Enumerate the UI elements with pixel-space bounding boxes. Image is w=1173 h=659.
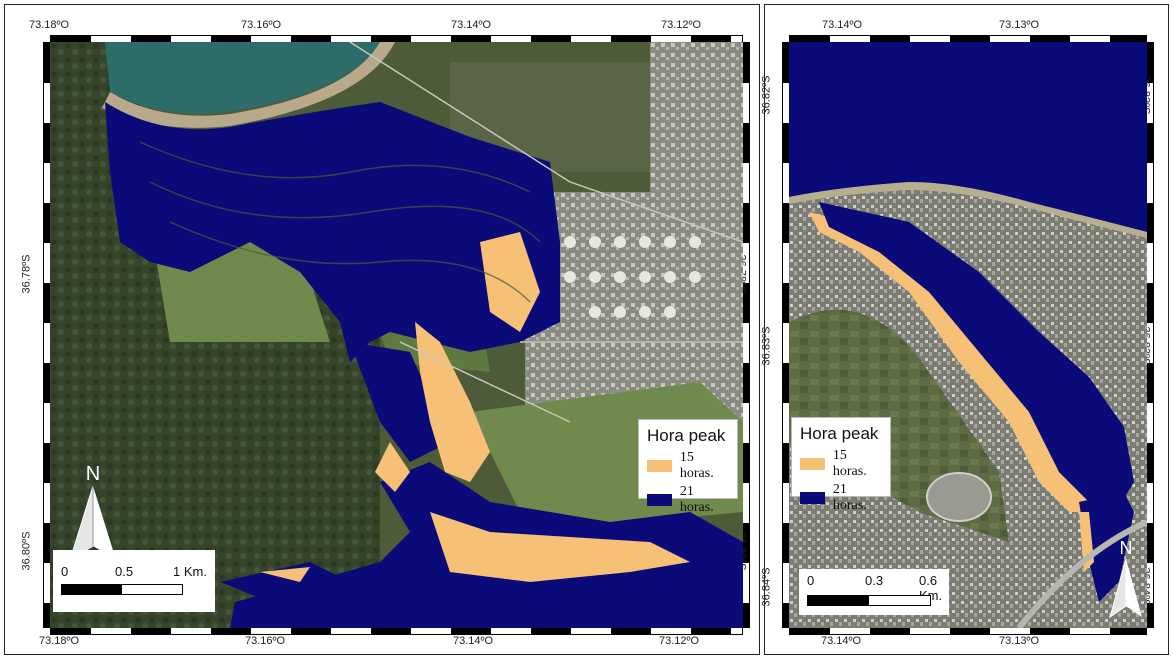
top-tick: 73.16ºO — [241, 19, 282, 31]
scale-bar: 0 0.5 1 Km. — [53, 550, 215, 612]
flood-15h — [430, 512, 690, 582]
legend-item: 15 horas. — [800, 448, 882, 480]
map-panel-right: 73.14ºO 73.13ºO 36.82ºS 36.83ºS 36.84ºS … — [760, 4, 1169, 655]
frame-ruler-bottom — [50, 627, 743, 635]
flood-map-svg — [789, 42, 1147, 628]
north-arrow-icon — [1109, 558, 1142, 619]
top-tick: 73.12ºO — [661, 19, 702, 31]
frame-ruler-bottom — [789, 627, 1147, 635]
legend-label: 15 horas. — [679, 450, 714, 481]
legend-item: 21 horas. — [647, 484, 729, 516]
north-label: N — [1119, 538, 1133, 558]
legend-item: 21 horas. — [800, 482, 882, 514]
roads — [349, 42, 743, 423]
bottom-tick: 73.16ºO — [245, 635, 286, 647]
bottom-tick: 73.18ºO — [39, 635, 80, 647]
flood-21h — [819, 202, 1134, 507]
shoreline — [789, 182, 1147, 238]
bottom-tick: 73.14ºO — [453, 635, 494, 647]
top-tick: 73.14ºO — [451, 19, 492, 31]
flood-15h — [480, 232, 540, 332]
industrial-area — [650, 42, 743, 202]
highway — [1016, 519, 1147, 628]
satellite-map-left: Hora peak 15 horas. 21 horas. N 0 0. — [50, 42, 743, 628]
flood-map-svg — [50, 42, 743, 628]
left-tick: 36.83ºS — [760, 326, 773, 366]
legend-title: Hora peak — [647, 426, 726, 445]
channels — [139, 141, 541, 303]
top-tick: 73.13ºO — [999, 19, 1040, 31]
north-arrow: N — [68, 462, 118, 562]
bottom-tick: 73.13ºO — [999, 635, 1040, 647]
north-arrow-icon — [69, 485, 116, 562]
legend-label: 21 horas. — [832, 482, 867, 513]
legend-item: 15 horas. — [647, 450, 729, 482]
stadium — [926, 472, 992, 522]
flood-15h — [415, 322, 490, 482]
satellite-map-right: Hora peak 15 horas. 21 horas. N 0 0.3 0.… — [789, 42, 1147, 628]
flood-21h — [350, 342, 450, 462]
legend-swatch-15h — [800, 458, 825, 470]
bottom-tick: 73.12ºO — [659, 635, 700, 647]
flood-21h — [220, 562, 350, 602]
scale-label: 0 — [61, 564, 69, 579]
legend-swatch-21h — [647, 494, 672, 506]
storage-tanks — [564, 236, 701, 318]
scale-label: 0.5 — [115, 564, 134, 579]
sea — [789, 42, 1147, 232]
beach — [102, 42, 395, 128]
left-tick: 36.80ºS — [20, 531, 33, 571]
legend: Hora peak 15 horas. 21 horas. — [638, 419, 738, 515]
north-arrow: N — [1109, 537, 1143, 622]
left-tick: 36.84ºS — [760, 567, 773, 607]
scale-label: 0.3 — [865, 573, 884, 588]
bottom-tick: 73.14ºO — [821, 635, 862, 647]
top-tick: 73.18ºO — [29, 19, 70, 31]
scale-bar: 0 0.3 0.6 Km. — [799, 569, 949, 615]
flood-15h — [375, 442, 410, 492]
legend-swatch-21h — [800, 492, 825, 504]
flood-15h — [260, 567, 310, 582]
top-tick: 73.14ºO — [822, 19, 863, 31]
scale-label: 1 Km. — [173, 564, 207, 579]
legend-label: 15 horas. — [832, 448, 867, 479]
scale-strip — [61, 584, 183, 595]
scale-strip — [807, 595, 931, 606]
left-tick: 36.78ºS — [20, 254, 33, 294]
legend-title: Hora peak — [800, 424, 879, 443]
sea — [105, 42, 380, 114]
scale-label: 0 — [807, 573, 815, 588]
north-label: N — [85, 463, 101, 485]
legend: Hora peak 15 horas. 21 horas. — [791, 417, 891, 513]
left-tick: 36.82ºS — [760, 75, 773, 115]
legend-swatch-15h — [647, 460, 672, 472]
legend-label: 21 horas. — [679, 484, 714, 515]
map-panel-left: 73.18ºO 73.16ºO 73.14ºO 73.12ºO 36.78ºS … — [4, 4, 760, 655]
